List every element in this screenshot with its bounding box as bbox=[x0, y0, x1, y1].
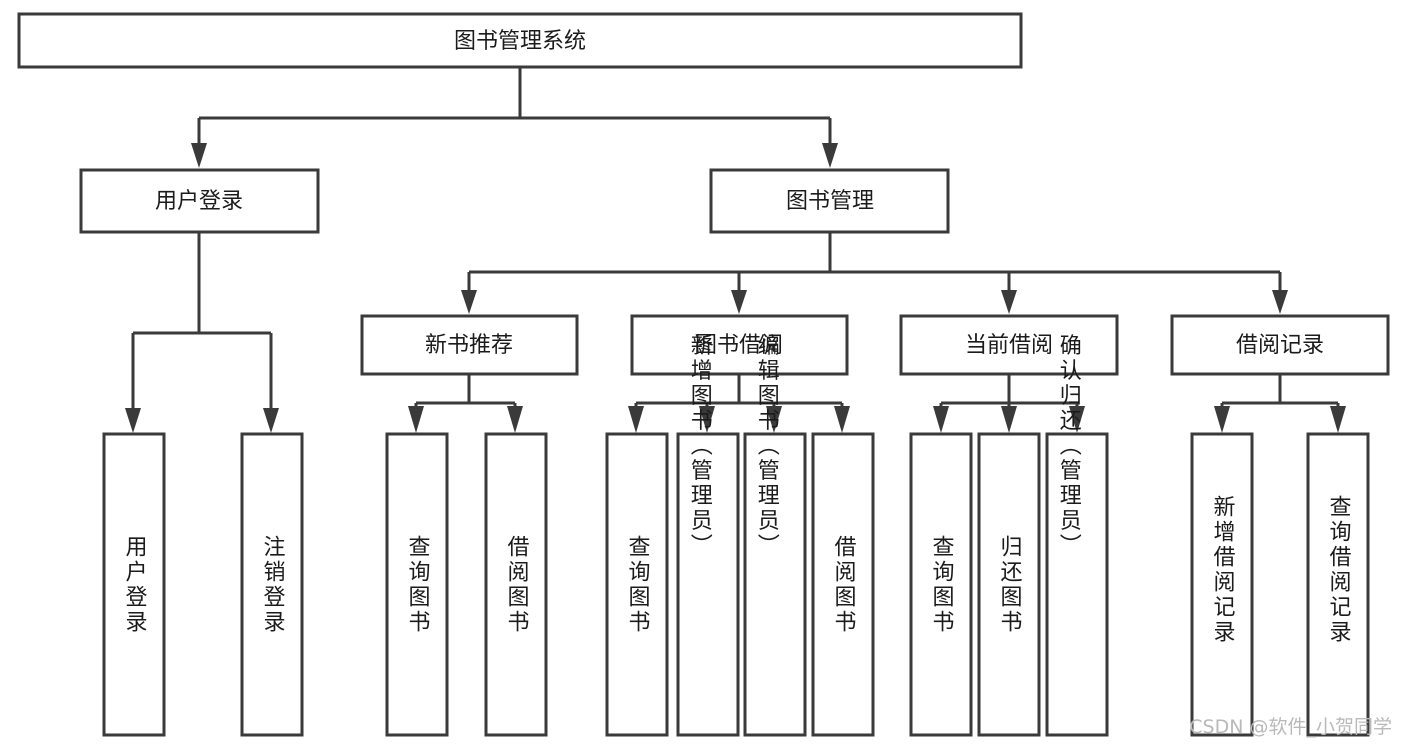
arrow-head-borrow-record bbox=[1272, 290, 1288, 314]
node-borrow-record[interactable]: 借阅记录 bbox=[1170, 314, 1390, 376]
arrow-head-leaf-logout bbox=[263, 408, 279, 433]
leaf-borrow-2-box[interactable] bbox=[676, 432, 740, 737]
leaf-user-login-1-box[interactable] bbox=[102, 432, 166, 737]
node-current-borrow[interactable]: 当前借阅 bbox=[899, 314, 1119, 376]
arrow-head-user-login bbox=[191, 143, 207, 168]
leaf-recommend-1-box[interactable] bbox=[385, 432, 449, 737]
arrow-head-recommend-leaf-1 bbox=[408, 406, 424, 433]
leaf-record-2-label: 查询借阅记录 bbox=[1326, 495, 1352, 645]
arrow-head-recommend-leaf-2 bbox=[507, 406, 523, 433]
leaf-current-1-label: 查询图书 bbox=[929, 535, 955, 635]
node-user-login[interactable]: 用户登录 bbox=[79, 168, 320, 234]
leaf-user-login-1[interactable]: 用户登录 bbox=[102, 432, 166, 737]
arrow-head-book-mgmt bbox=[822, 143, 838, 168]
arrow-head-borrow-leaf-3 bbox=[766, 406, 782, 433]
arrow-head-current-leaf-1 bbox=[933, 406, 949, 433]
arrow-head-borrow-leaf-2 bbox=[699, 406, 715, 433]
node-root-box[interactable] bbox=[17, 12, 1023, 69]
node-user-login-box[interactable] bbox=[79, 168, 320, 234]
leaf-recommend-1-label: 查询图书 bbox=[405, 535, 431, 635]
arrow-head-current-borrow bbox=[1001, 290, 1017, 314]
leaf-record-2-box[interactable] bbox=[1306, 432, 1370, 737]
leaf-borrow-4-box[interactable] bbox=[811, 432, 875, 737]
leaf-current-2-label: 归还图书 bbox=[997, 535, 1023, 635]
arrow-head-current-leaf-2 bbox=[1001, 406, 1017, 433]
leaf-user-login-2[interactable]: 注销登录 bbox=[240, 432, 304, 737]
leaf-record-1-box[interactable] bbox=[1190, 432, 1254, 737]
leaf-record-1-label: 新增借阅记录 bbox=[1210, 495, 1236, 645]
watermark-label: CSDN @软件_小贺同学 bbox=[1189, 716, 1392, 738]
node-new-book-recommend-label: 新书推荐 bbox=[425, 333, 513, 358]
leaf-user-login-1-label: 用户登录 bbox=[122, 535, 148, 635]
node-book-borrow-label: 图书借阅 bbox=[695, 333, 783, 358]
arrow-head-borrow-leaf-4 bbox=[834, 406, 850, 433]
node-root-label: 图书管理系统 bbox=[454, 29, 586, 54]
node-root[interactable]: 图书管理系统 bbox=[17, 12, 1023, 69]
leaf-recommend-2-box[interactable] bbox=[484, 432, 548, 737]
leaf-borrow-1-box[interactable] bbox=[605, 432, 669, 737]
arrow-head-book-borrow bbox=[731, 290, 747, 314]
leaf-record-1[interactable]: 新增借阅记录 bbox=[1190, 432, 1254, 737]
node-book-management[interactable]: 图书管理 bbox=[709, 168, 950, 234]
leaf-borrow-3-box[interactable] bbox=[743, 432, 807, 737]
arrow-head-leaf-user-login bbox=[125, 408, 141, 433]
leaf-borrow-2-label: 新增图书（管理员） bbox=[687, 334, 713, 559]
node-borrow-record-box[interactable] bbox=[1170, 314, 1390, 376]
leaf-borrow-1[interactable]: 查询图书 bbox=[605, 432, 669, 737]
node-current-borrow-label: 当前借阅 bbox=[965, 333, 1053, 358]
arrow-head-current-leaf-3 bbox=[1069, 406, 1085, 433]
arrow-head-record-leaf-2 bbox=[1330, 406, 1346, 433]
leaf-borrow-4-label: 借阅图书 bbox=[831, 535, 857, 635]
leaf-borrow-3-label: 编辑图书（管理员） bbox=[754, 334, 780, 559]
node-book-management-label: 图书管理 bbox=[786, 189, 874, 214]
connector-layer bbox=[125, 68, 1346, 433]
node-current-borrow-box[interactable] bbox=[899, 314, 1119, 376]
arrow-head-new-book-recommend bbox=[461, 290, 477, 314]
node-new-book-recommend[interactable]: 新书推荐 bbox=[360, 314, 579, 376]
node-book-borrow[interactable]: 图书借阅 bbox=[630, 314, 849, 376]
node-new-book-recommend-box[interactable] bbox=[360, 314, 579, 376]
arrow-head-borrow-leaf-1 bbox=[628, 406, 644, 433]
node-borrow-record-label: 借阅记录 bbox=[1236, 333, 1324, 358]
leaf-current-1[interactable]: 查询图书 bbox=[909, 432, 973, 737]
leaf-recommend-1[interactable]: 查询图书 bbox=[385, 432, 449, 737]
node-user-login-label: 用户登录 bbox=[155, 189, 243, 214]
leaf-current-3-box[interactable] bbox=[1045, 432, 1109, 737]
leaf-recommend-2-label: 借阅图书 bbox=[504, 535, 530, 635]
leaf-record-2[interactable]: 查询借阅记录 bbox=[1306, 432, 1370, 737]
node-book-borrow-box[interactable] bbox=[630, 314, 849, 376]
leaf-recommend-2[interactable]: 借阅图书 bbox=[484, 432, 548, 737]
leaf-borrow-3[interactable]: 编辑图书（管理员） bbox=[743, 334, 807, 737]
leaf-user-login-2-label: 注销登录 bbox=[260, 535, 286, 635]
leaf-borrow-4[interactable]: 借阅图书 bbox=[811, 432, 875, 737]
leaf-current-2[interactable]: 归还图书 bbox=[977, 432, 1041, 737]
leaf-current-1-box[interactable] bbox=[909, 432, 973, 737]
leaf-current-3[interactable]: 确认归还（管理员） bbox=[1045, 334, 1109, 737]
leaf-current-3-label: 确认归还（管理员） bbox=[1056, 334, 1082, 559]
leaf-user-login-2-box[interactable] bbox=[240, 432, 304, 737]
leaf-current-2-box[interactable] bbox=[977, 432, 1041, 737]
leaf-borrow-1-label: 查询图书 bbox=[625, 535, 651, 635]
node-book-management-box[interactable] bbox=[709, 168, 950, 234]
arrow-head-record-leaf-1 bbox=[1214, 406, 1230, 433]
leaf-borrow-2[interactable]: 新增图书（管理员） bbox=[676, 334, 740, 737]
